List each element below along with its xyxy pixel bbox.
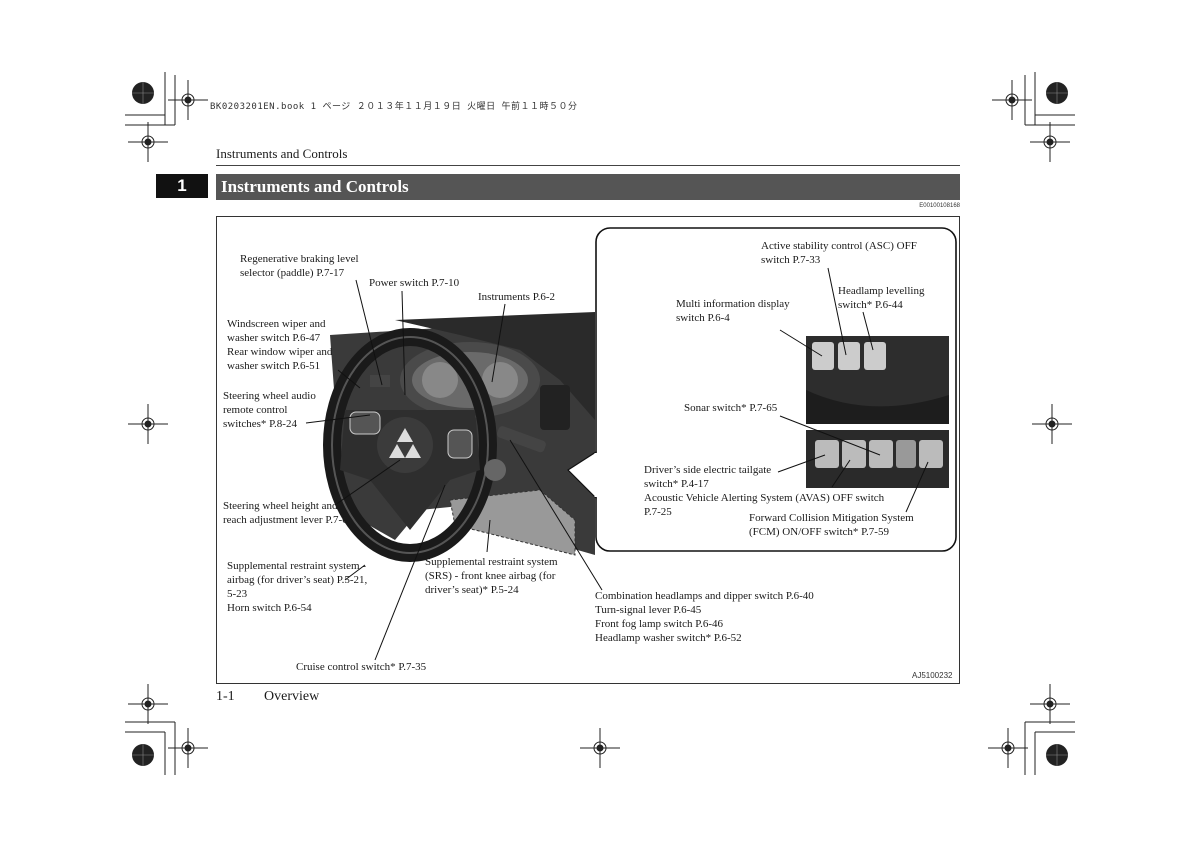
callout-combination-switch: Combination headlamps and dipper switch … [595,590,814,644]
callout-power-switch: Power switch P.7-10 [369,277,460,289]
page-number: 1-1 [216,689,235,704]
switch-panel-illustration [806,336,949,488]
chapter-tab: 1 [156,174,208,198]
running-title: Instruments and Controls [216,146,348,161]
callout-fcm: Forward Collision Mitigation System(FCM)… [749,512,914,538]
steering-wheel-illustration [323,312,595,562]
callout-srs-airbag: Supplemental restraint system -airbag (f… [227,560,368,614]
figure-code: AJ5100232 [912,671,953,680]
document-code: E00100108168 [919,203,960,209]
callout-knee-airbag: Supplemental restraint system(SRS) - fro… [425,556,558,596]
callout-cruise-control: Cruise control switch* P.7-35 [296,661,427,673]
header-rule [216,165,960,166]
section-title: Instruments and Controls [216,174,960,200]
footer-section: Overview [264,689,320,704]
callout-sonar: Sonar switch* P.7-65 [684,402,778,414]
figure-frame [216,216,960,684]
callout-instruments: Instruments P.6-2 [478,291,555,303]
print-header: BK0203201EN.book 1 ページ ２０１３年１１月１９日 火曜日 午… [210,102,578,112]
